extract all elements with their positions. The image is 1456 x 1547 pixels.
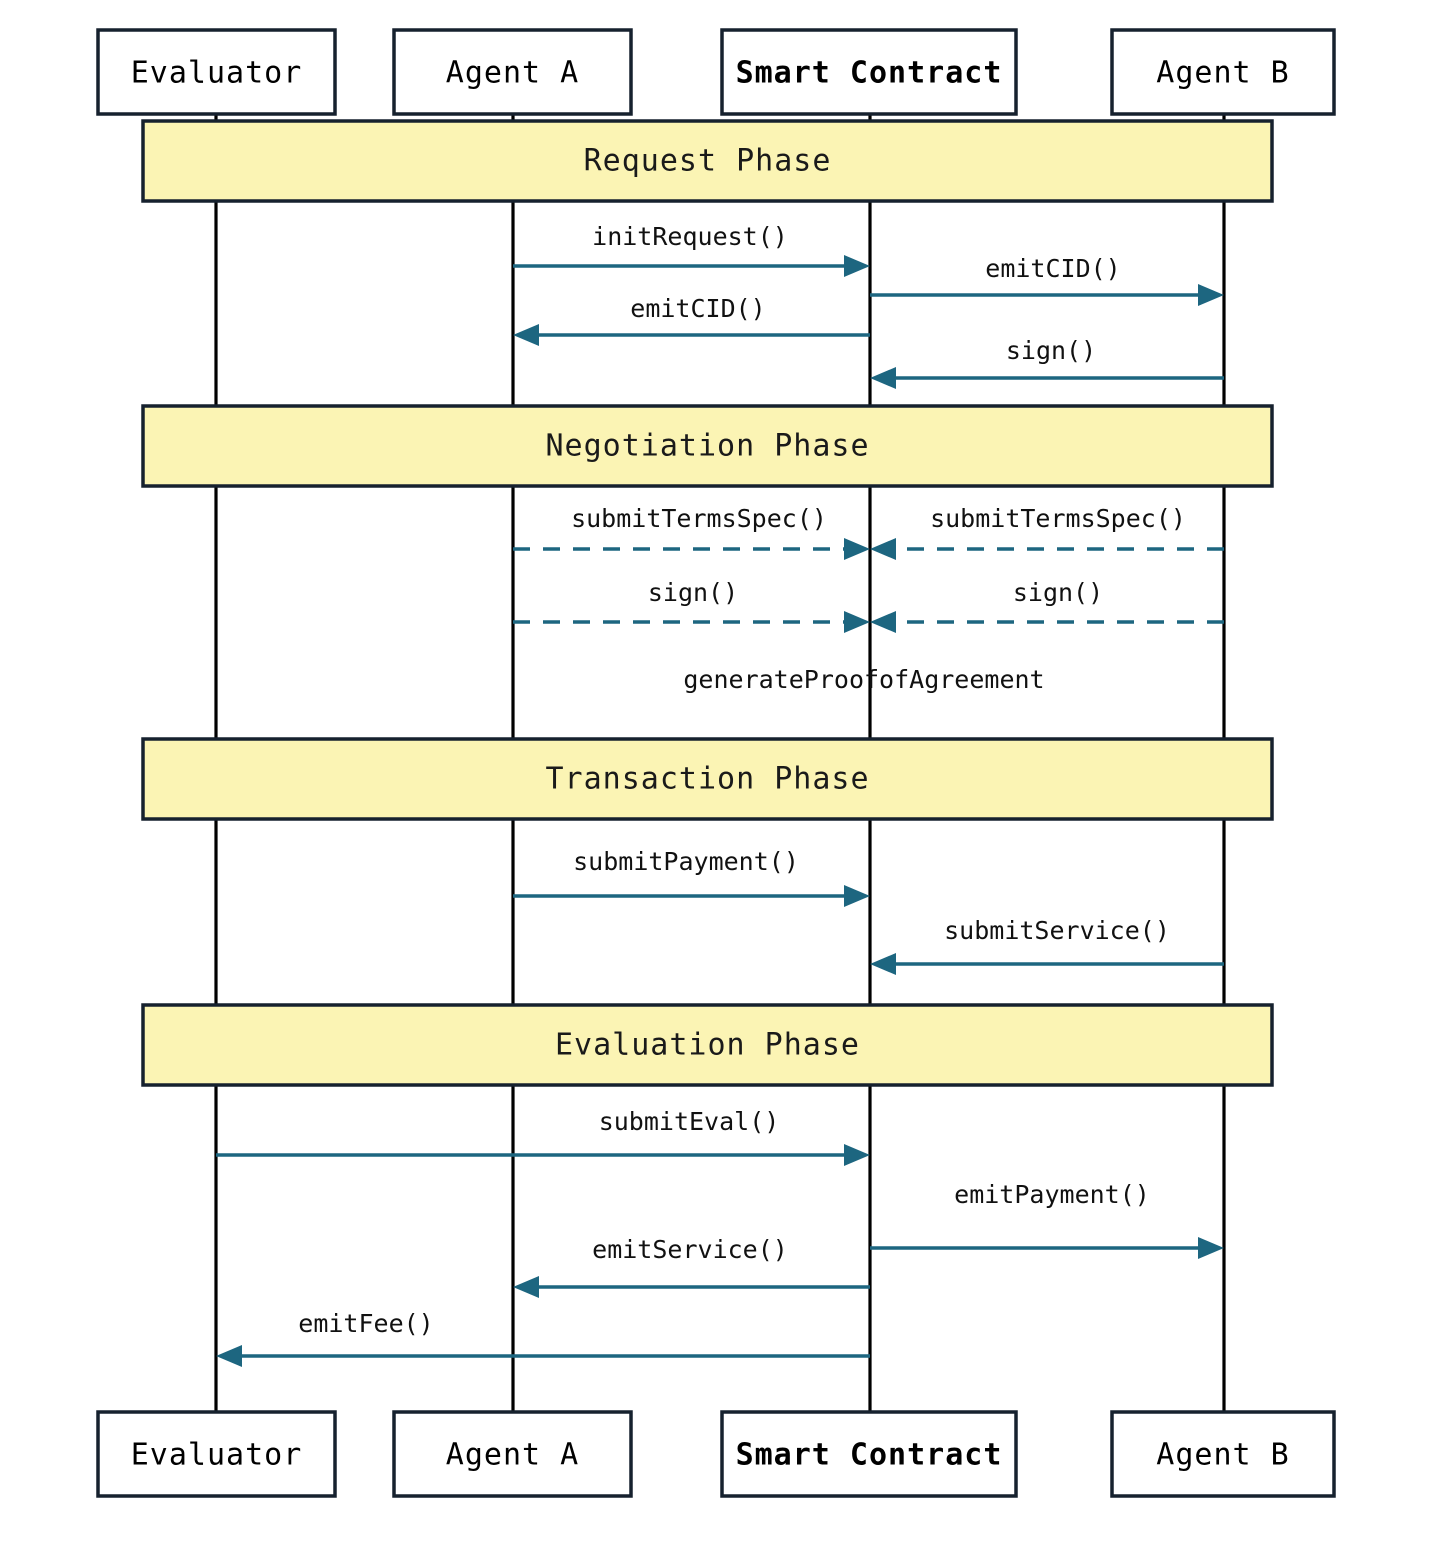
message-emit-fee: emitFee()	[216, 1309, 870, 1367]
message-emit-cid-b: emitCID()	[870, 254, 1224, 306]
message-submit-terms-spec-a: submitTermsSpec()	[513, 504, 870, 560]
message-arrowhead-emit-service	[513, 1276, 539, 1298]
notes-layer: generateProofofAgreement	[683, 665, 1044, 694]
participant-label-agent_a: Agent A	[446, 56, 579, 91]
message-arrowhead-emit-cid-b	[1198, 284, 1224, 306]
message-sign-a-neg: sign()	[513, 578, 870, 633]
message-arrowhead-submit-terms-spec-b	[870, 538, 896, 560]
message-label-emit-cid-b: emitCID()	[985, 254, 1120, 283]
participant-box-agent_a[interactable]	[392, 28, 633, 116]
phase-label-request: Request Phase	[584, 144, 832, 179]
participant-bottom-smart_contract[interactable]: Smart Contract	[720, 1410, 1018, 1498]
message-init-request: initRequest()	[513, 222, 870, 277]
message-submit-eval: submitEval()	[216, 1107, 870, 1166]
phase-banner-rect-request	[141, 119, 1274, 203]
message-submit-payment: submitPayment()	[513, 847, 870, 907]
message-label-emit-payment: emitPayment()	[954, 1180, 1150, 1209]
message-arrowhead-sign-b-neg	[870, 611, 896, 633]
participant-label-agent_a: Agent A	[446, 1438, 579, 1473]
message-arrowhead-submit-terms-spec-a	[844, 538, 870, 560]
message-label-sign-a-neg: sign()	[648, 578, 738, 607]
phase-banner-rect-transaction	[141, 737, 1274, 821]
message-sign-b-sc: sign()	[870, 336, 1224, 389]
message-emit-cid-a: emitCID()	[513, 294, 870, 346]
participant-bottom-agent_b[interactable]: Agent B	[1110, 1410, 1336, 1498]
participant-box-agent_b[interactable]	[1110, 1410, 1336, 1498]
participant-box-agent_a[interactable]	[392, 1410, 633, 1498]
message-arrowhead-submit-service	[870, 953, 896, 975]
participant-box-evaluator[interactable]	[96, 28, 337, 116]
phase-banner-rect-evaluation	[141, 1003, 1274, 1087]
message-arrowhead-submit-payment	[844, 885, 870, 907]
phase-banner-evaluation: Evaluation Phase	[141, 1003, 1274, 1087]
message-arrowhead-emit-payment	[1198, 1237, 1224, 1259]
messages-layer: initRequest() emitCID() emitCID() sign() sub…	[216, 222, 1224, 1367]
participant-label-smart_contract: Smart Contract	[736, 1438, 1003, 1473]
participant-top-agent_b[interactable]: Agent B	[1110, 28, 1336, 116]
participant-top-evaluator[interactable]: Evaluator	[96, 28, 337, 116]
participant-top-smart_contract[interactable]: Smart Contract	[720, 28, 1018, 116]
message-arrowhead-sign-a-neg	[844, 611, 870, 633]
message-sign-b-neg: sign()	[870, 578, 1224, 633]
message-emit-payment: emitPayment()	[870, 1180, 1224, 1259]
phase-banner-rect-negotiation	[141, 404, 1274, 488]
phase-label-negotiation: Negotiation Phase	[545, 429, 869, 464]
message-label-submit-service: submitService()	[944, 916, 1170, 945]
phase-label-evaluation: Evaluation Phase	[555, 1028, 860, 1063]
message-label-init-request: initRequest()	[592, 222, 788, 251]
message-arrowhead-sign-b-sc	[870, 367, 896, 389]
phase-banner-request: Request Phase	[141, 119, 1274, 203]
note-generate-proof: generateProofofAgreement	[683, 665, 1044, 694]
message-emit-service: emitService()	[513, 1235, 870, 1298]
participant-label-evaluator: Evaluator	[131, 1438, 303, 1473]
message-label-sign-b-neg: sign()	[1013, 578, 1103, 607]
message-label-submit-terms-spec-b: submitTermsSpec()	[930, 504, 1186, 533]
participant-label-evaluator: Evaluator	[131, 56, 303, 91]
participant-box-agent_b[interactable]	[1110, 28, 1336, 116]
message-arrowhead-emit-cid-a	[513, 324, 539, 346]
message-label-emit-cid-a: emitCID()	[630, 294, 765, 323]
message-submit-service: submitService()	[870, 916, 1224, 975]
phase-banner-transaction: Transaction Phase	[141, 737, 1274, 821]
phase-label-transaction: Transaction Phase	[545, 762, 869, 797]
message-arrowhead-submit-eval	[844, 1144, 870, 1166]
participant-bottom-evaluator[interactable]: Evaluator	[96, 1410, 337, 1498]
message-submit-terms-spec-b: submitTermsSpec()	[870, 504, 1224, 560]
message-label-sign-b-sc: sign()	[1006, 336, 1096, 365]
message-label-emit-fee: emitFee()	[298, 1309, 433, 1338]
participant-bottom-agent_a[interactable]: Agent A	[392, 1410, 633, 1498]
message-label-submit-terms-spec-a: submitTermsSpec()	[571, 504, 827, 533]
participant-label-agent_b: Agent B	[1156, 1438, 1289, 1473]
participant-box-smart_contract[interactable]	[720, 1410, 1018, 1498]
phase-banner-negotiation: Negotiation Phase	[141, 404, 1274, 488]
message-arrowhead-emit-fee	[216, 1345, 242, 1367]
message-label-submit-payment: submitPayment()	[573, 847, 799, 876]
participant-top-agent_a[interactable]: Agent A	[392, 28, 633, 116]
participant-box-smart_contract[interactable]	[720, 28, 1018, 116]
message-label-emit-service: emitService()	[592, 1235, 788, 1264]
participant-label-agent_b: Agent B	[1156, 56, 1289, 91]
participant-box-evaluator[interactable]	[96, 1410, 337, 1498]
message-label-submit-eval: submitEval()	[599, 1107, 780, 1136]
message-arrowhead-init-request	[844, 255, 870, 277]
participant-label-smart_contract: Smart Contract	[736, 56, 1003, 91]
